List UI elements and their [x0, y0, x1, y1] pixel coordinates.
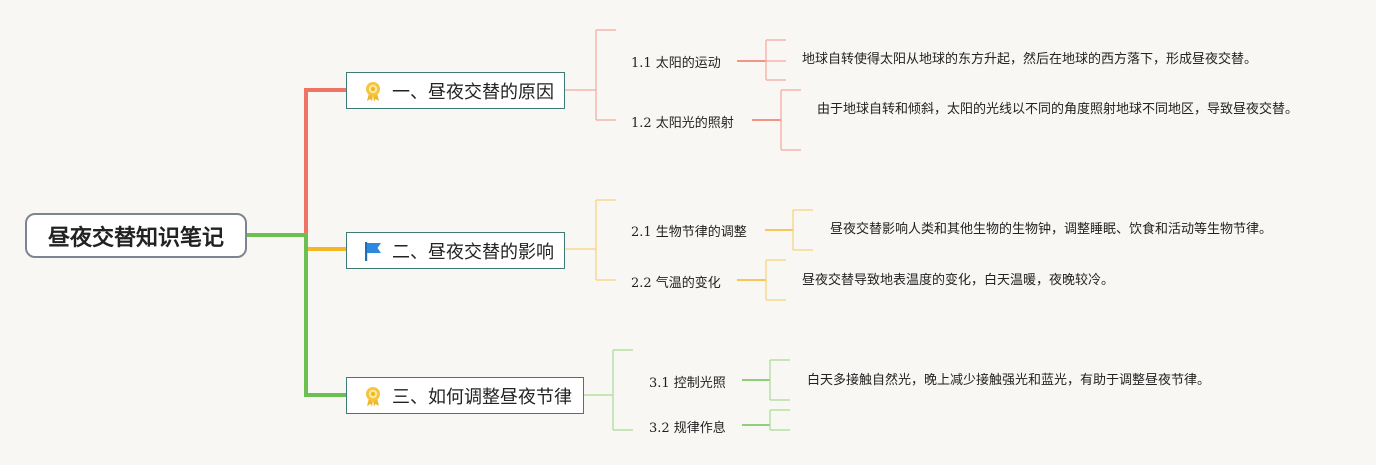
connector-root-b1 — [247, 88, 346, 237]
blue-flag-icon — [365, 241, 381, 261]
branch-node-effects[interactable]: 二、昼夜交替的影响 — [346, 232, 565, 269]
detail-bio-rhythm: 昼夜交替影响人类和其他生物的生物钟，调整睡眠、饮食和活动等生物节律。 — [830, 222, 1273, 237]
subtopic-regular-schedule[interactable]: 3.2 规律作息 — [649, 421, 726, 436]
subtopic-sun-motion[interactable]: 1.1 太阳的运动 — [631, 56, 721, 71]
detail-light-control: 白天多接触自然光，晚上减少接触强光和蓝光，有助于调整昼夜节律。 — [807, 373, 1211, 388]
trunk-connectors — [247, 88, 346, 397]
connector-root-b3 — [247, 233, 346, 397]
branch2-connectors — [565, 199, 813, 301]
award-ribbon-icon — [366, 81, 380, 101]
detail-sun-motion: 地球自转使得太阳从地球的东方升起，然后在地球的西方落下，形成昼夜交替。 — [802, 52, 1258, 67]
branch-label: 二、昼夜交替的影响 — [392, 241, 554, 263]
connector-root-b2 — [247, 233, 346, 251]
subtopic-sunlight[interactable]: 1.2 太阳光的照射 — [631, 116, 734, 131]
branch-label: 三、如何调整昼夜节律 — [392, 386, 572, 408]
detail-temperature: 昼夜交替导致地表温度的变化，白天温暖，夜晚较冷。 — [802, 273, 1115, 288]
branch-label: 一、昼夜交替的原因 — [392, 81, 554, 103]
subtopic-temperature[interactable]: 2.2 气温的变化 — [631, 276, 721, 291]
subtopic-light-control[interactable]: 3.1 控制光照 — [649, 376, 726, 391]
root-title: 昼夜交替知识笔记 — [47, 225, 224, 251]
subtopic-bio-rhythm[interactable]: 2.1 生物节律的调整 — [631, 225, 747, 240]
root-node[interactable]: 昼夜交替知识笔记 — [25, 213, 247, 258]
branch1-connectors — [565, 29, 801, 151]
award-ribbon-icon — [366, 386, 380, 406]
branch-node-causes[interactable]: 一、昼夜交替的原因 — [346, 72, 565, 109]
branch3-connectors — [584, 349, 790, 431]
detail-sunlight: 由于地球自转和倾斜，太阳的光线以不同的角度照射地球不同地区，导致昼夜交替。 — [817, 102, 1299, 117]
branch-node-adjustment[interactable]: 三、如何调整昼夜节律 — [346, 377, 584, 414]
